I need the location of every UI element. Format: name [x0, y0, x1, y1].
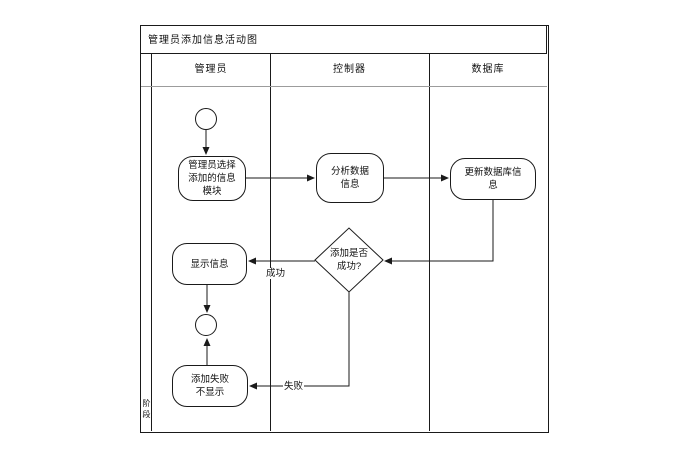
action-display-info: 显示信息: [172, 243, 247, 285]
decision-add-success-label: 添加是否 成功?: [329, 248, 368, 272]
action-update-db-label: 更新数据库信 息: [464, 167, 522, 191]
action-display-info-label: 显示信息: [190, 258, 229, 270]
diagram-title: 管理员添加信息活动图: [148, 35, 258, 46]
action-select-module: 管理员选择 添加的信息 模块: [178, 156, 246, 201]
lane-divider-1: [270, 54, 271, 431]
action-analyze-data: 分析数据 信息: [316, 153, 384, 203]
phase-strip: [140, 54, 152, 431]
end-node: [195, 314, 217, 336]
phase-strip-label: 阶段: [142, 399, 151, 419]
decision-add-success: 添加是否 成功?: [317, 247, 381, 273]
diagram-title-band: 管理员添加信息活动图: [140, 25, 547, 54]
action-update-db: 更新数据库信 息: [450, 158, 536, 200]
action-select-module-label: 管理员选择 添加的信息 模块: [188, 160, 236, 197]
lane-header-controller: 控制器: [333, 64, 366, 75]
action-add-fail-label: 添加失败 不显示: [190, 374, 229, 398]
start-node: [195, 108, 217, 130]
lane-header-underline: [141, 86, 547, 87]
edge-label-success: 成功: [265, 268, 287, 279]
action-add-fail: 添加失败 不显示: [172, 365, 248, 407]
lane-header-database: 数据库: [471, 64, 505, 75]
edge-label-fail: 失败: [283, 381, 305, 392]
action-analyze-data-label: 分析数据 信息: [330, 166, 369, 190]
lane-header-admin: 管理员: [194, 64, 228, 75]
lane-divider-2: [429, 54, 430, 431]
